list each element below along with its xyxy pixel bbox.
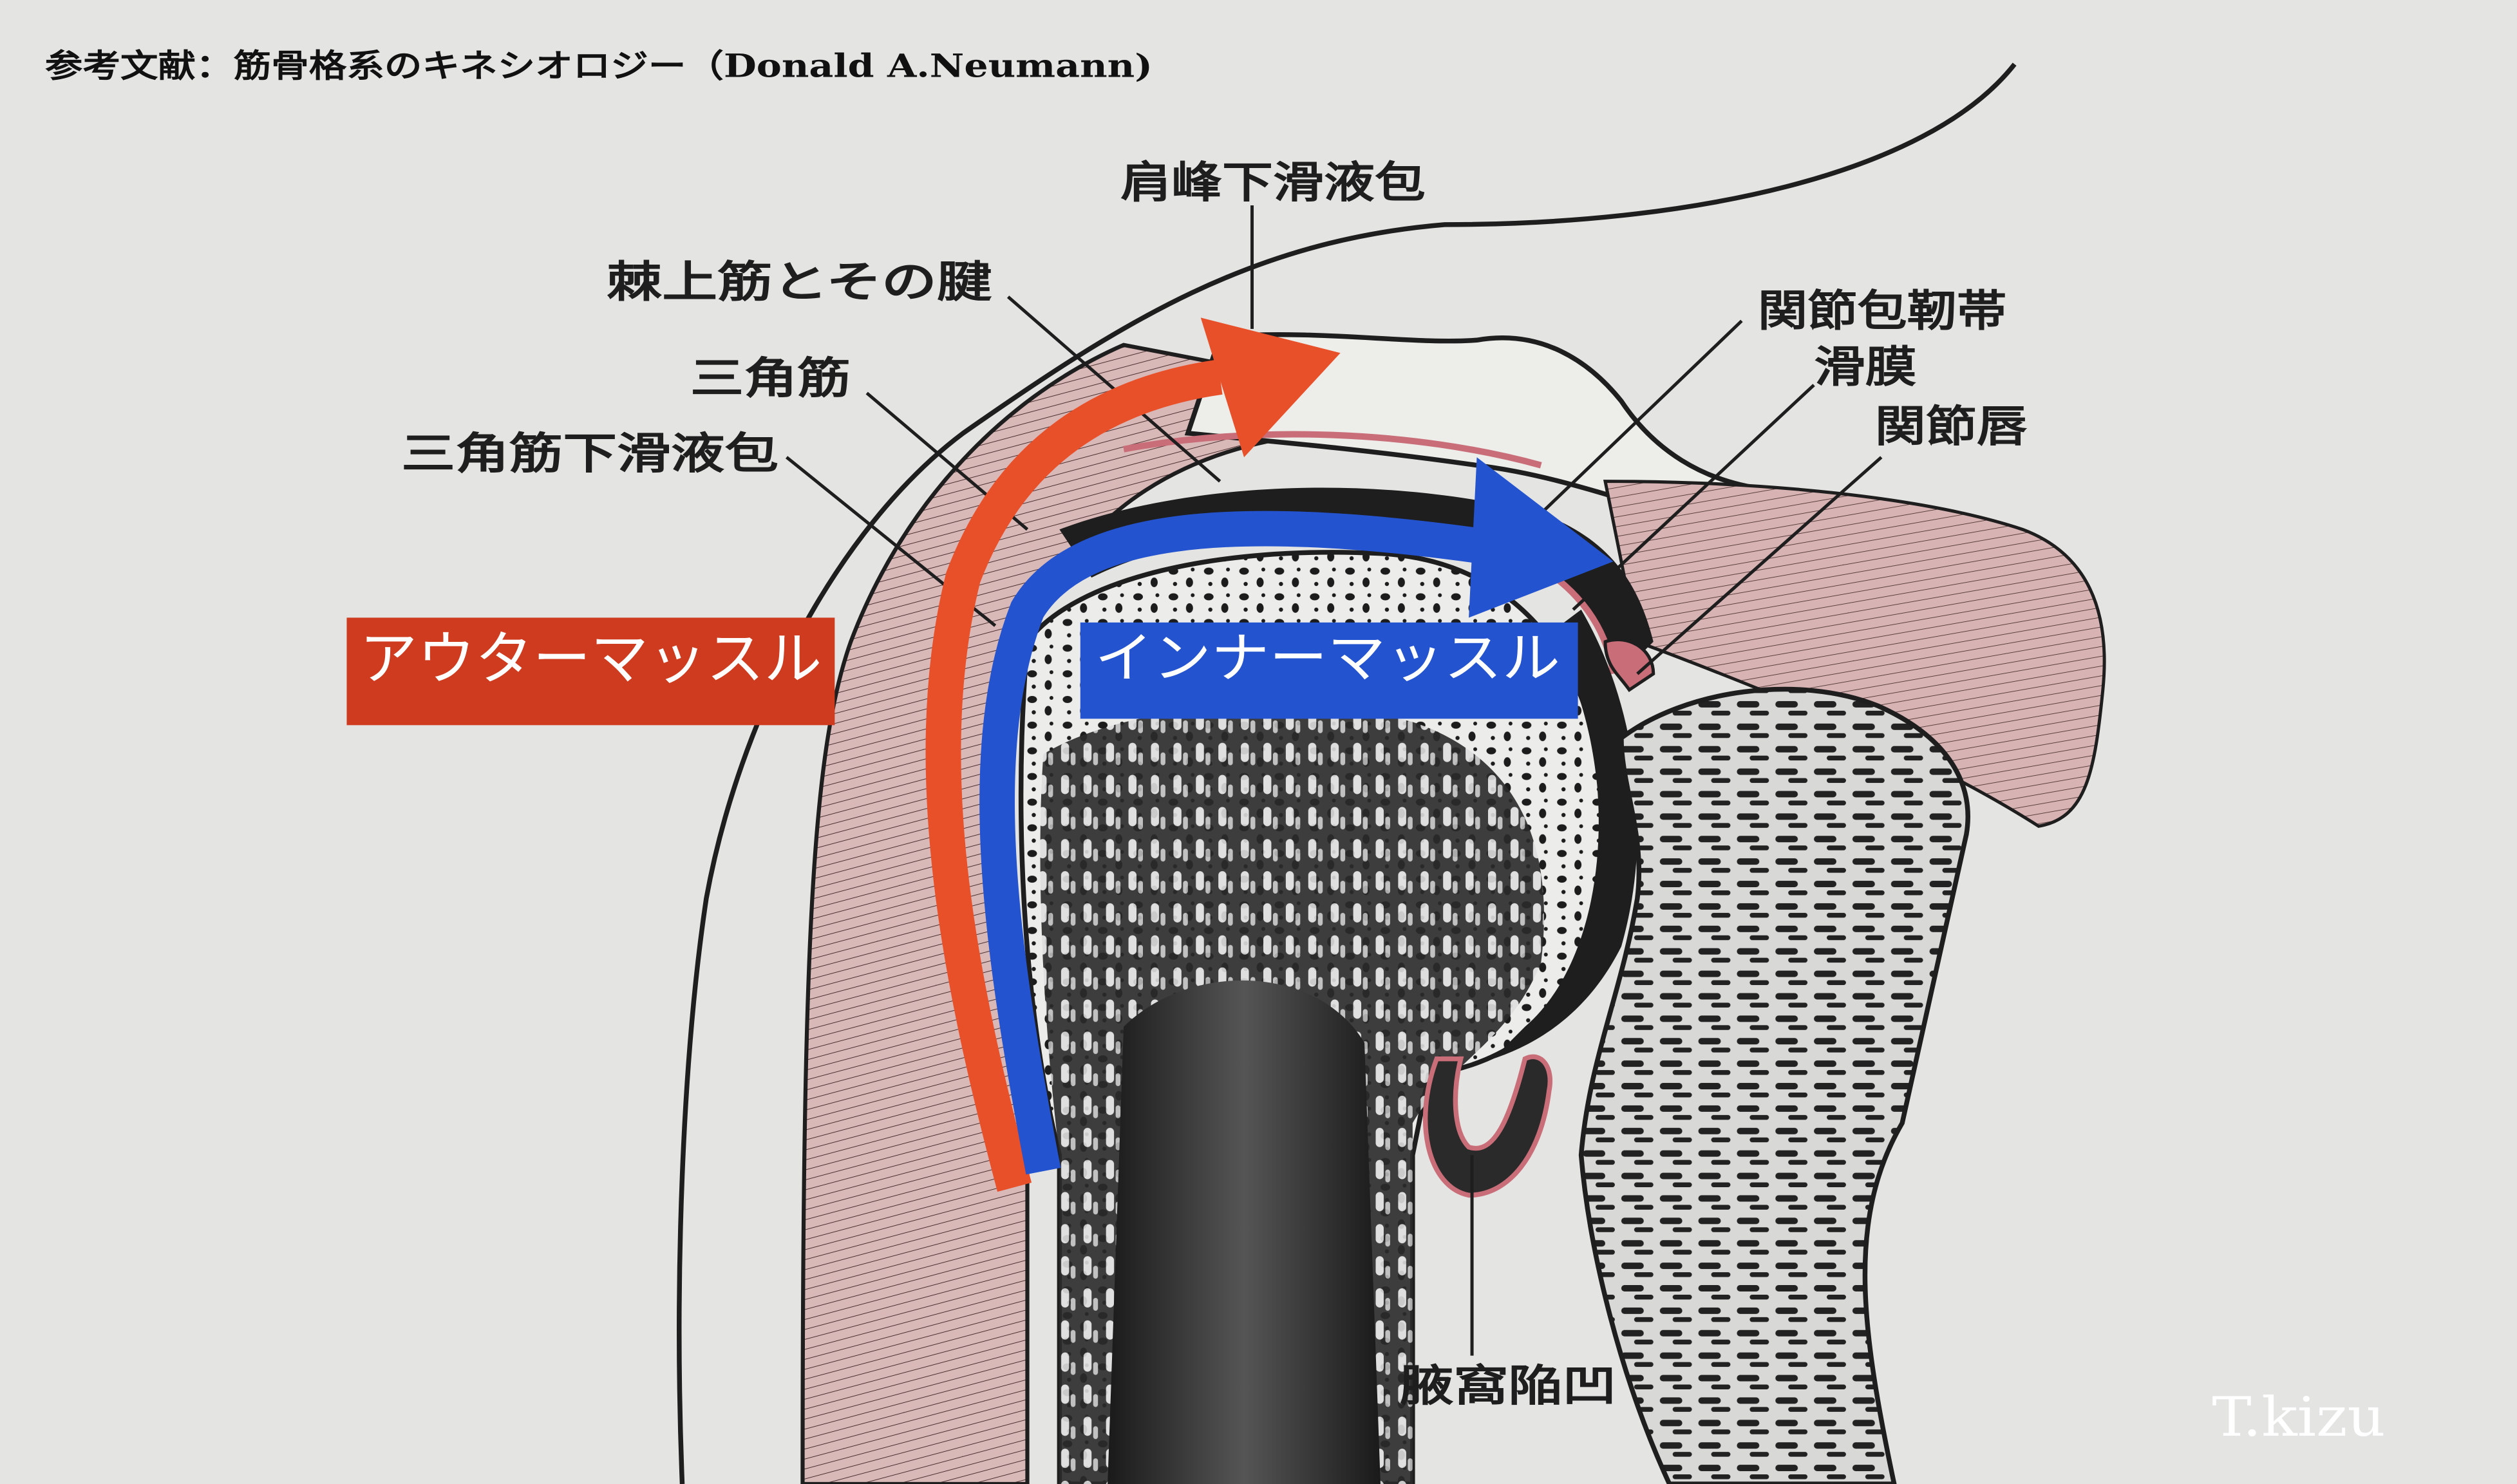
label-subdeltoid-bursa: 三角筋下滑液包 xyxy=(401,429,778,479)
reference-citation: 参考文献：筋骨格系のキネシオロジー（Donald A.Neumann) xyxy=(45,47,1153,85)
skin-outline xyxy=(677,62,2017,1484)
outer-muscle-label-box: アウターマッスル xyxy=(346,617,835,726)
label-capsular-ligament: 関節包靭帯 xyxy=(1758,286,2006,336)
label-axillary-recess: 腋窩陥凹 xyxy=(1400,1360,1617,1411)
axillary-recess-fold xyxy=(1423,1054,1552,1198)
outer-muscle-arrow xyxy=(925,317,1341,1192)
subacromial-bursa-line xyxy=(1123,431,1542,469)
inner-muscle-label: インナーマッスル xyxy=(1095,626,1560,690)
outer-muscle-label: アウターマッスル xyxy=(359,626,822,693)
scapula-glenoid xyxy=(1578,686,1970,1484)
acromion xyxy=(1184,332,1767,516)
humerus-shaft xyxy=(1108,980,1381,1484)
label-glenoid-labrum: 関節唇 xyxy=(1875,401,2028,451)
joint-cavity xyxy=(1493,609,1638,1059)
glenoid-labrum xyxy=(1603,638,1655,692)
label-supraspinatus: 棘上筋とその腱 xyxy=(607,257,992,307)
label-synovial-membrane: 滑膜 xyxy=(1814,342,1917,392)
inner-muscle-arrow xyxy=(979,457,1614,1175)
label-deltoid: 三角筋 xyxy=(690,353,851,404)
label-subacromial-bursa: 肩峰下滑液包 xyxy=(1120,158,1426,208)
watermark: T.kizu xyxy=(2212,1385,2385,1449)
inner-muscle-label-box: インナーマッスル xyxy=(1080,622,1578,719)
